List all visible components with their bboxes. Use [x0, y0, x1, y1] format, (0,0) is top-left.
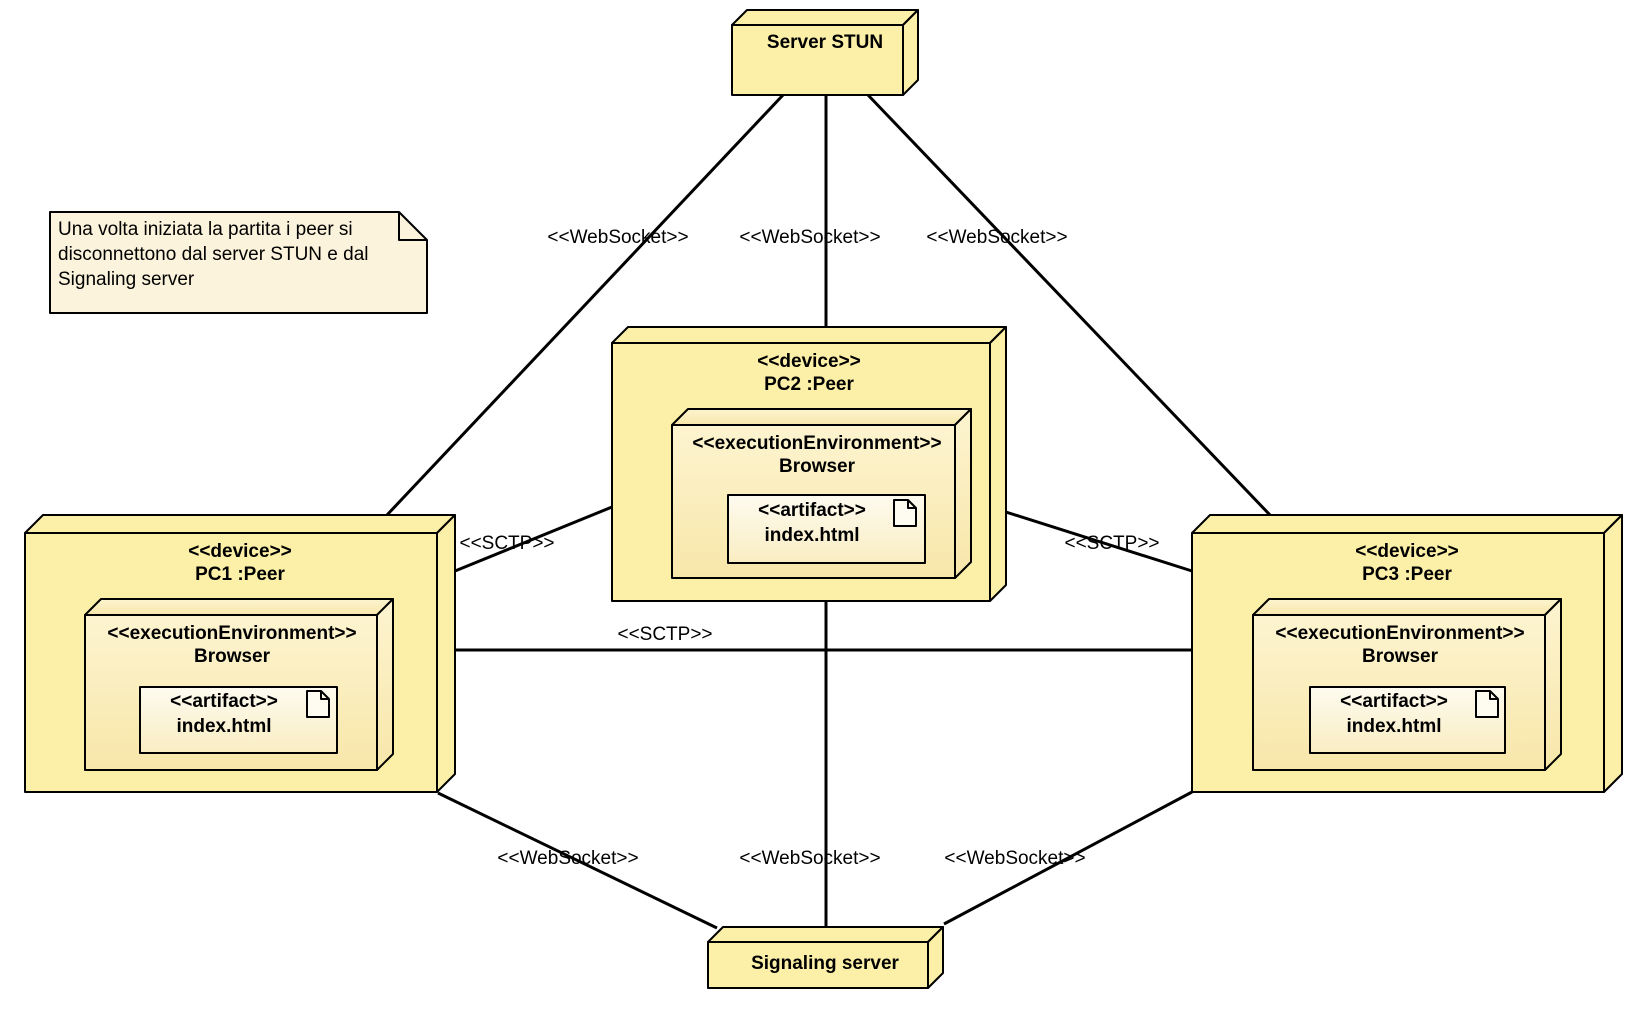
signaling-front-face: [707, 941, 929, 989]
stun-side-face: [902, 9, 919, 96]
stun-front-face: [731, 24, 904, 96]
node-signaling-server: [707, 926, 944, 989]
pc3-top-face: [1191, 514, 1623, 534]
pc1-env-top-face: [84, 598, 394, 616]
edge-label-websocket-stun-pc1: <<WebSocket>>: [547, 227, 689, 248]
edge-label-websocket-pc3-signaling: <<WebSocket>>: [944, 848, 1086, 869]
note-shape: [49, 211, 428, 314]
edge-label-websocket-stun-pc3: <<WebSocket>>: [926, 227, 1068, 248]
pc3-artifact-document-icon: [1475, 690, 1499, 718]
edge-label-websocket-pc1-signaling: <<WebSocket>>: [497, 848, 639, 869]
signaling-title: Signaling server: [751, 953, 899, 974]
connectors: [385, 93, 1272, 930]
node-device-pc3: [1191, 514, 1623, 793]
pc1-artifact-box: [139, 686, 338, 754]
pc2-env-side-face: [954, 408, 972, 579]
edge-sctp-pc1-pc2: [454, 505, 613, 573]
pc3-name: PC3 :Peer: [1362, 564, 1452, 585]
edge-sctp-pc2-pc3: [989, 505, 1193, 573]
pc1-name: PC1 :Peer: [195, 564, 285, 585]
pc1-stereotype: <<device>>: [188, 541, 292, 562]
pc2-artifact-document-icon: [893, 499, 917, 527]
pc3-artifact-stereotype: <<artifact>>: [1340, 691, 1448, 712]
note-text: Una volta iniziata la partita i peer si …: [58, 219, 369, 290]
edge-label-sctp-pc1-pc2: <<SCTP>>: [459, 533, 555, 554]
pc3-env-top-face: [1252, 598, 1562, 616]
signaling-top-face: [707, 926, 944, 943]
note-body: [49, 211, 428, 314]
edge-websocket-pc1-signaling: [437, 791, 718, 930]
pc2-top-face: [611, 326, 1007, 344]
pc2-env-top-face: [671, 408, 972, 426]
pc1-top-face: [24, 514, 456, 534]
pc2-env-stereotype: <<executionEnvironment>>: [692, 433, 942, 454]
pc3-env-side-face: [1544, 598, 1562, 771]
pc1-env-name: Browser: [193, 646, 271, 667]
pc1-artifact-name: index.html: [176, 716, 272, 737]
edge-websocket-stun-pc1: [385, 93, 785, 517]
pc2-artifact-stereotype: <<artifact>>: [758, 500, 866, 521]
edge-label-websocket-stun-pc2: <<WebSocket>>: [739, 227, 881, 248]
pc2-name: PC2 :Peer: [764, 374, 854, 395]
edge-websocket-stun-pc3: [866, 93, 1272, 517]
pc2-side-face: [989, 326, 1007, 602]
pc3-artifact-name: index.html: [1346, 716, 1442, 737]
node-device-pc1: [24, 514, 456, 793]
pc2-env-name: Browser: [778, 456, 856, 477]
pc3-artifact-box: [1309, 686, 1506, 754]
edge-websocket-pc3-signaling: [943, 790, 1193, 926]
edge-label-websocket-pc2-signaling: <<WebSocket>>: [739, 848, 881, 869]
pc3-stereotype: <<device>>: [1355, 541, 1459, 562]
pc3-env-stereotype: <<executionEnvironment>>: [1275, 623, 1525, 644]
edge-label-sctp-pc2-pc3: <<SCTP>>: [1064, 533, 1160, 554]
pc2-stereotype: <<device>>: [757, 351, 861, 372]
stun-title: Server STUN: [766, 32, 884, 53]
pc2-artifact-name: index.html: [764, 525, 860, 546]
pc3-env-name: Browser: [1361, 646, 1439, 667]
node-server-stun: [731, 9, 919, 96]
node-device-pc2: [611, 326, 1007, 602]
note-folded-corner: [398, 212, 427, 241]
pc1-env-stereotype: <<executionEnvironment>>: [107, 623, 357, 644]
stun-top-face: [731, 9, 919, 26]
pc1-artifact-document-icon: [306, 690, 330, 718]
pc3-side-face: [1603, 514, 1623, 793]
pc2-artifact-box: [727, 494, 926, 564]
pc1-artifact-stereotype: <<artifact>>: [170, 691, 278, 712]
pc1-side-face: [436, 514, 456, 793]
pc1-env-side-face: [376, 598, 394, 771]
edge-label-sctp-pc1-pc3: <<SCTP>>: [617, 624, 713, 645]
